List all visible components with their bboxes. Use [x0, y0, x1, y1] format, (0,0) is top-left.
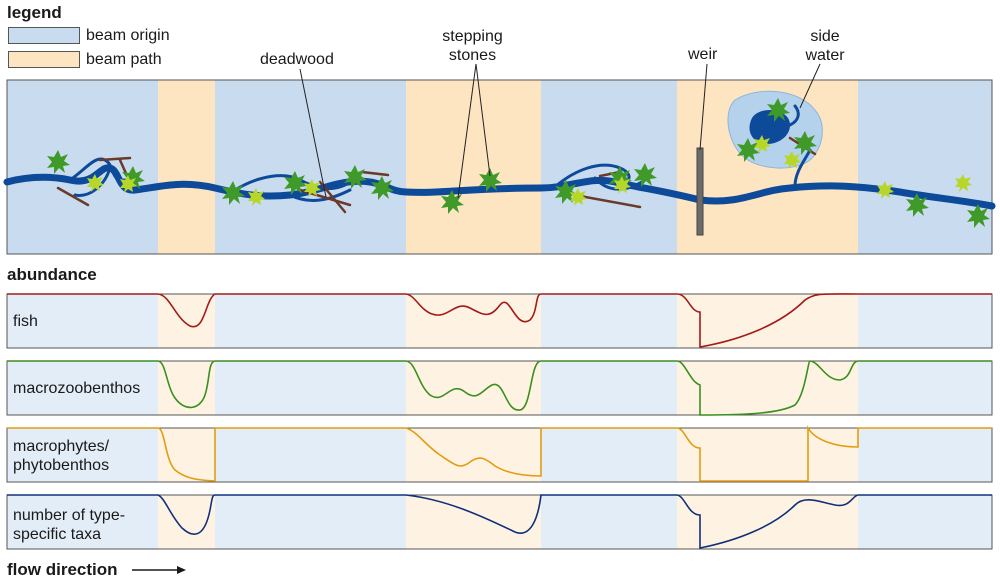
panel-label-fish: fish — [13, 312, 38, 331]
panel-label-macrozoobenthos: macrozoobenthos — [13, 379, 140, 398]
panel-label-taxa: number of type- specific taxa — [13, 506, 125, 544]
panel-macrophytes-background — [6, 427, 993, 483]
macrophytes-curve — [7, 425, 992, 482]
panel-label-taxa-line2: specific taxa — [13, 526, 102, 543]
stepping-stones-line2: stones — [448, 47, 497, 64]
abundance-title: abundance — [7, 265, 97, 284]
abundance-panels — [6, 293, 993, 550]
leader-lines — [299, 63, 821, 199]
stepping-stones-line1: stepping — [442, 28, 503, 45]
panel-label-taxa-line1: number of type- — [13, 507, 126, 524]
macrozoobenthos-curve — [7, 360, 992, 416]
side-water-line2: water — [805, 47, 845, 64]
stepping-stones-label: stepping stones — [425, 27, 520, 65]
panel-label-macrophytes-line2: phytobenthos — [13, 457, 110, 474]
legend-label-beam-origin: beam origin — [86, 27, 170, 44]
legend-label-beam-path: beam path — [86, 51, 162, 68]
side-water-label: side water — [790, 27, 860, 65]
panel-macrozoobenthos-background — [6, 360, 993, 416]
weir-structure — [696, 147, 704, 236]
legend-swatch-beam-path — [8, 51, 80, 68]
deadwood-label: deadwood — [260, 51, 334, 68]
panel-taxa-background — [6, 494, 993, 550]
panel-label-fish-line1: fish — [13, 313, 38, 330]
legend-title: legend — [7, 3, 62, 22]
river-band-backgrounds — [6, 79, 993, 255]
legend-swatch-beam-origin — [8, 27, 80, 44]
fish-curve — [7, 293, 992, 348]
flow-direction-label: flow direction — [7, 560, 118, 579]
panel-fish-background — [6, 293, 993, 349]
flow-direction-arrow-icon — [132, 566, 186, 574]
panel-label-macrozoobenthos-line1: macrozoobenthos — [13, 380, 141, 397]
side-water-inner — [749, 109, 790, 145]
weir-label: weir — [688, 46, 718, 63]
taxa-curve — [7, 494, 992, 549]
side-water-line1: side — [810, 28, 840, 45]
panel-label-macrophytes-line1: macrophytes/ — [13, 438, 110, 455]
panel-label-macrophytes: macrophytes/ phytobenthos — [13, 437, 109, 475]
